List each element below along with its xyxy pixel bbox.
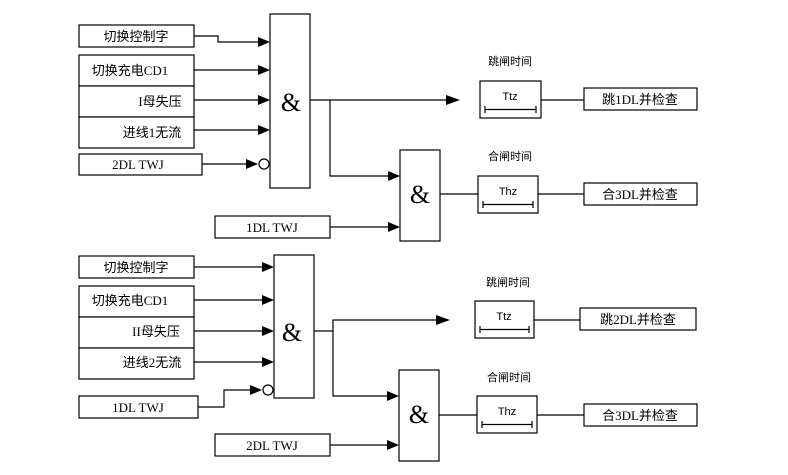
upper-second-and-symbol: & (410, 180, 430, 209)
upper-and-symbol: & (281, 88, 301, 117)
upper-arrow-5 (246, 159, 258, 169)
lower-trip-caption: 跳闸时间 (486, 275, 530, 289)
lower-close-timer-delay-mark (481, 421, 533, 428)
upper-input-charging-label: 切换充电CD1 (92, 63, 169, 78)
upper-trip-output-box (583, 87, 698, 111)
lower-trip-timer (474, 300, 535, 339)
upper-input-switch-control-label: 切换控制字 (103, 29, 168, 44)
lower-arrow-second-input (387, 440, 399, 450)
lower-arrow-branch (387, 391, 399, 401)
lower-arrow-5 (250, 385, 262, 395)
upper-arrow-3 (258, 95, 270, 105)
upper-arrow-1 (258, 37, 270, 47)
upper-second-and-gate (399, 149, 441, 242)
upper-close-timer (477, 175, 539, 214)
upper-trip-output-label: 跳1DL并检查 (602, 92, 678, 107)
lower-trip-output-label: 跳2DL并检查 (600, 312, 676, 327)
lower-input-bus-loss-box (78, 316, 195, 349)
upper-close-caption: 合闸时间 (488, 149, 532, 163)
lower-close-output-box (583, 403, 698, 427)
lower-input-no-current-box (78, 347, 195, 380)
lower-input-charging-label: 切换充电CD1 (92, 293, 169, 308)
upper-input-no-current-label: 进线1无流 (123, 125, 182, 140)
upper-wire-1 (194, 35, 258, 43)
upper-arrow-2 (258, 65, 270, 75)
upper-input-no-current-box (78, 116, 195, 149)
lower-arrow-trip (436, 315, 450, 325)
upper-input-twj-blocked-label: 2DL TWJ (112, 157, 164, 172)
lower-input-switch-control-label: 切换控制字 (103, 260, 168, 275)
upper-input-charging-box (78, 54, 195, 87)
upper-arrow-4 (258, 125, 270, 135)
lower-arrow-4 (262, 357, 274, 367)
lower-input-twj-blocked-label: 1DL TWJ (112, 400, 164, 415)
upper-wire-branch (329, 100, 388, 177)
lower-arrow-2 (262, 295, 274, 305)
lower-second-input-label: 2DL TWJ (246, 438, 298, 453)
lower-wire-5 (198, 389, 250, 408)
lower-input-no-current-label: 进线2无流 (123, 355, 182, 370)
lower-arrow-1 (262, 262, 274, 272)
lower-and-gate (273, 254, 315, 399)
upper-inverter-bubble (258, 158, 270, 170)
upper-input-bus-loss-box (78, 85, 195, 118)
lower-arrow-3 (262, 326, 274, 336)
lower-close-timer (476, 395, 538, 434)
upper-logic-group: 切换控制字 切换充电CD1 I母失压 进线1无流 2DL TWJ & 跳闸时间 … (78, 13, 698, 242)
lower-inverter-bubble (262, 384, 274, 396)
lower-and-symbol: & (282, 318, 302, 347)
lower-wire-branch (332, 331, 387, 397)
upper-trip-timer-delay-mark (484, 106, 537, 113)
upper-arrow-branch (388, 171, 400, 181)
lower-input-charging-box (78, 285, 195, 318)
lower-trip-timer-label: Ttz (496, 311, 511, 323)
upper-and-gate (269, 13, 311, 189)
upper-trip-timer (479, 80, 542, 119)
lower-wire-trip (332, 319, 436, 331)
upper-close-output-label: 合3DL并检查 (602, 187, 678, 202)
lower-trip-timer-delay-mark (479, 326, 530, 333)
lower-second-and-symbol: & (409, 400, 429, 429)
lower-logic-group: 切换控制字 切换充电CD1 II母失压 进线2无流 1DL TWJ & 跳闸时间… (78, 254, 698, 462)
upper-close-timer-label: Thz (499, 186, 517, 198)
upper-second-input-label: 1DL TWJ (246, 220, 298, 235)
upper-close-timer-delay-mark (482, 201, 534, 208)
lower-second-and-gate (398, 369, 440, 462)
upper-close-output-box (583, 182, 698, 206)
upper-trip-caption: 跳闸时间 (488, 54, 532, 68)
upper-arrow-trip (446, 95, 460, 105)
lower-close-caption: 合闸时间 (487, 370, 531, 384)
upper-trip-timer-label: Ttz (502, 91, 517, 103)
lower-close-timer-label: Thz (498, 406, 516, 418)
lower-close-output-label: 合3DL并检查 (602, 408, 678, 423)
upper-input-bus-loss-label: I母失压 (138, 94, 181, 109)
upper-arrow-second-input (388, 222, 400, 232)
lower-trip-output-box (579, 307, 697, 331)
lower-input-bus-loss-label: II母失压 (132, 324, 180, 339)
